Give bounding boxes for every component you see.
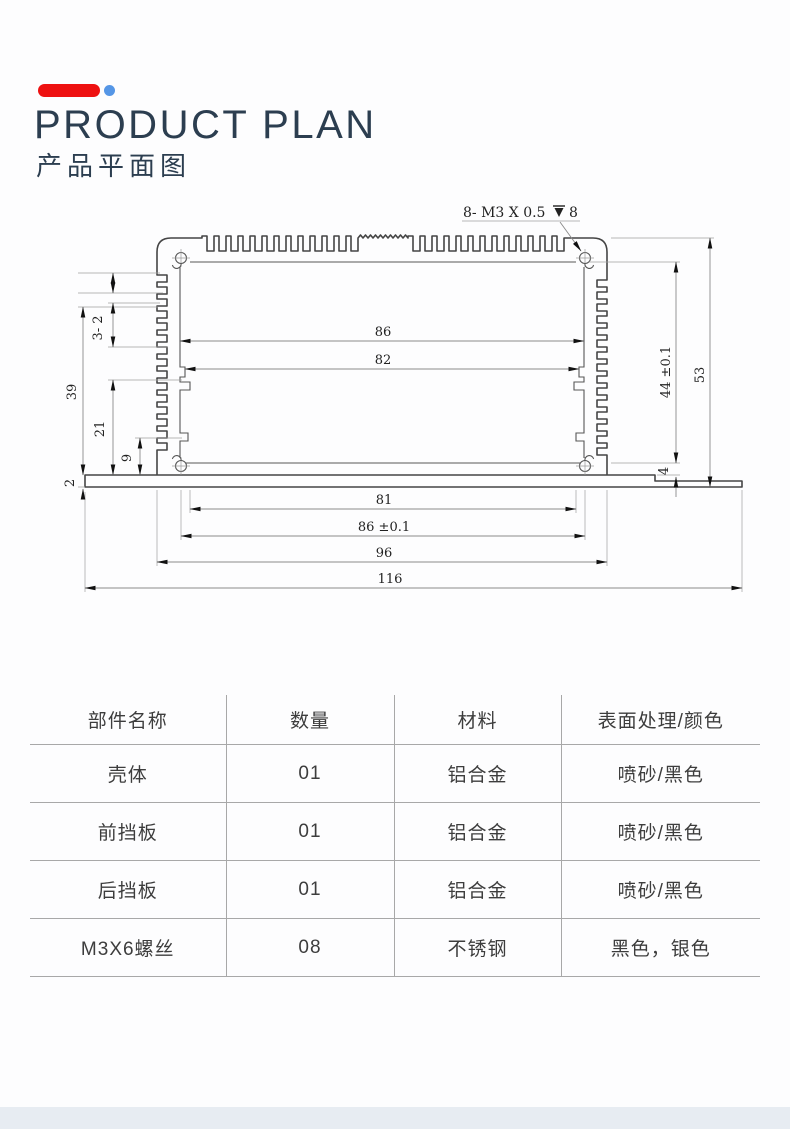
dim-53: 53 [693, 367, 708, 384]
table-row: 后挡板 01 铝合金 喷砂/黑色 [30, 860, 760, 919]
cell-finish: 喷砂/黑色 [561, 860, 760, 919]
dim-86-tol: 86 ±0.1 [358, 520, 410, 535]
extension-lines [78, 237, 743, 592]
cell-quantity: 08 [226, 918, 395, 977]
thread-callout: 8- M3 X 0.5 8 [462, 205, 582, 252]
dimension-lines [80, 237, 743, 591]
dim-82: 82 [375, 353, 392, 368]
dim-96: 96 [376, 546, 393, 561]
dim-39: 39 [65, 384, 80, 401]
cell-material: 铝合金 [394, 802, 562, 861]
inner-wall-left [179, 267, 191, 458]
dim-21: 21 [93, 421, 108, 438]
dim-44: 44 ±0.1 [659, 346, 674, 398]
page-subtitle: 产品平面图 [36, 151, 192, 181]
cell-finish: 喷砂/黑色 [561, 744, 760, 803]
cell-material: 铝合金 [394, 744, 562, 803]
table-header-row: 部件名称 数量 材料 表面处理/颜色 [30, 695, 760, 745]
boss-hooks [171, 262, 595, 462]
dim-86: 86 [375, 325, 392, 340]
dim-116: 116 [378, 572, 403, 587]
header-quantity: 数量 [226, 695, 395, 745]
cell-quantity: 01 [226, 744, 395, 803]
dim-3-2: 3- 2 [91, 315, 106, 340]
depth-symbol-icon [553, 205, 565, 217]
cell-part-name: 前挡板 [30, 802, 227, 861]
cell-part-name: 后挡板 [30, 860, 227, 919]
cell-quantity: 01 [226, 860, 395, 919]
dim-4: 4 [657, 467, 672, 475]
inner-wall-right [573, 267, 585, 458]
screw-bosses [171, 249, 595, 475]
enclosure-profile [84, 234, 743, 488]
dim-9: 9 [120, 454, 135, 462]
base-plate [84, 474, 743, 488]
table-row: 壳体 01 铝合金 喷砂/黑色 [30, 744, 760, 803]
cell-material: 铝合金 [394, 860, 562, 919]
table-row: M3X6螺丝 08 不锈钢 黑色，银色 [30, 918, 760, 977]
blue-dot-icon [104, 85, 115, 96]
page-title: PRODUCT PLAN [34, 103, 377, 147]
leader-line [559, 221, 582, 252]
header-finish: 表面处理/颜色 [561, 695, 760, 745]
cell-finish: 喷砂/黑色 [561, 802, 760, 861]
thread-depth-value: 8 [569, 205, 578, 221]
header-part-name: 部件名称 [30, 695, 227, 745]
cell-part-name: M3X6螺丝 [30, 918, 227, 977]
technical-drawing: 86 82 81 86 ±0.1 96 116 44 ±0.1 53 4 39 … [63, 205, 743, 592]
cell-quantity: 01 [226, 802, 395, 861]
profile-outline [156, 234, 608, 475]
dimension-labels: 86 82 81 86 ±0.1 96 116 44 ±0.1 53 4 39 … [63, 315, 708, 587]
red-dash-icon [38, 84, 100, 97]
thread-note-text: 8- M3 X 0.5 [463, 205, 545, 221]
next-section-band [0, 1107, 790, 1129]
header-material: 材料 [394, 695, 562, 745]
parts-spec-table: 部件名称 数量 材料 表面处理/颜色 壳体 01 铝合金 喷砂/黑色 前挡板 0… [30, 695, 760, 977]
cell-finish: 黑色，银色 [561, 918, 760, 977]
dim-2: 2 [63, 479, 78, 487]
table-row: 前挡板 01 铝合金 喷砂/黑色 [30, 802, 760, 861]
cell-material: 不锈钢 [394, 918, 562, 977]
dim-81: 81 [376, 493, 393, 508]
cell-part-name: 壳体 [30, 744, 227, 803]
